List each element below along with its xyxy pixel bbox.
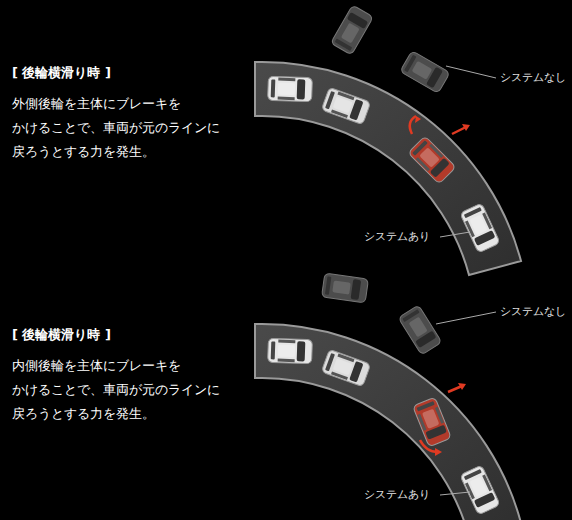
road-panel-2 bbox=[255, 273, 521, 520]
panel-heading: [ 後輪横滑り時 ] bbox=[12, 326, 111, 344]
callout-label: システムなし bbox=[500, 70, 566, 85]
road-panel-1 bbox=[255, 5, 521, 275]
panel-heading: [ 後輪横滑り時 ] bbox=[12, 64, 111, 82]
callout-label: システムなし bbox=[500, 304, 566, 319]
callout-label: システムあり bbox=[364, 487, 430, 502]
callout-label: システムあり bbox=[364, 229, 430, 244]
description-text: 内側後輪を主体にブレーキを かけることで、車両が元のラインに 戻ろうとする力を発… bbox=[12, 354, 252, 426]
description-text: 外側後輪を主体にブレーキを かけることで、車両が元のラインに 戻ろうとする力を発… bbox=[12, 92, 252, 164]
